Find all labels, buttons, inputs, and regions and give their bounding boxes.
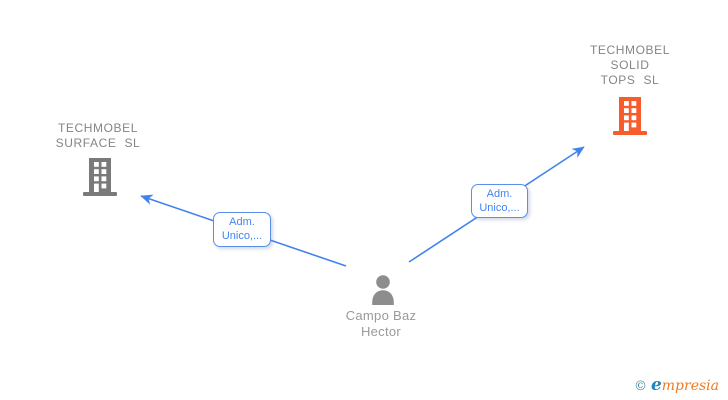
edge-label-left[interactable]: Adm. Unico,... <box>213 212 271 247</box>
building-icon <box>83 158 117 196</box>
person-name-line2: Hector <box>360 324 402 339</box>
company-left-name-line1: TECHMOBEL <box>57 121 139 135</box>
edge-label-right-line2: Unico,... <box>479 202 520 214</box>
empresia-logo[interactable]: ©empresia <box>634 375 719 395</box>
person-node[interactable] <box>369 275 397 310</box>
brand-initial: e <box>650 375 662 395</box>
edge-label-right[interactable]: Adm. Unico,... <box>471 184 528 218</box>
company-left-node[interactable] <box>83 158 117 201</box>
person-icon <box>372 275 394 305</box>
company-right-name[interactable]: TECHMOBEL SOLID TOPS SL <box>563 43 697 88</box>
edge-label-right-line1: Adm. <box>486 188 513 200</box>
company-right-node[interactable] <box>613 97 647 140</box>
company-right-name-line3: TOPS SL <box>600 73 660 87</box>
edge-label-left-line1: Adm. <box>229 216 255 228</box>
copyright-symbol: © <box>633 379 647 394</box>
company-right-name-line1: TECHMOBEL <box>589 43 671 57</box>
person-name-line1: Campo Baz <box>345 308 417 323</box>
company-left-name-line2: SURFACE SL <box>55 136 141 150</box>
edge-label-left-line2: Unico,... <box>221 230 263 242</box>
building-icon <box>613 97 647 135</box>
brand-rest: mpresia <box>661 378 719 394</box>
company-right-name-line2: SOLID <box>610 58 650 72</box>
company-left-name[interactable]: TECHMOBEL SURFACE SL <box>30 121 166 151</box>
person-name[interactable]: Campo Baz Hector <box>318 308 444 340</box>
